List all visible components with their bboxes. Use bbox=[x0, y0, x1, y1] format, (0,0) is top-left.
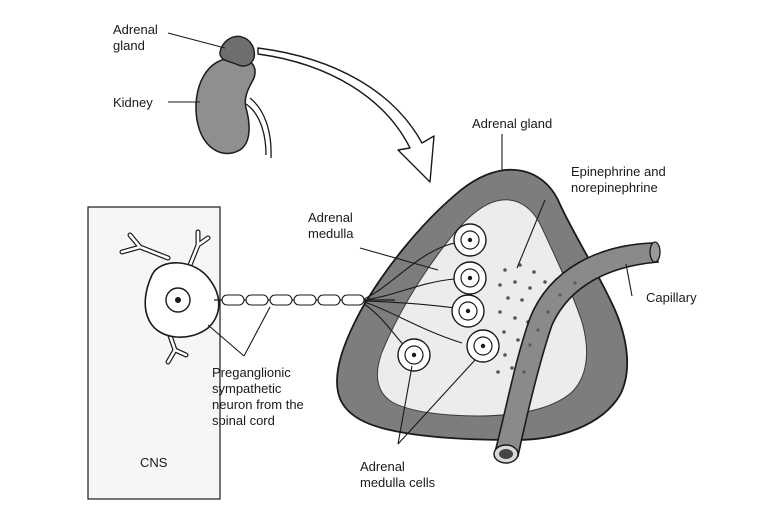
medulla-cell bbox=[466, 329, 500, 363]
label-kidney: Kidney bbox=[113, 95, 153, 110]
capillary bbox=[493, 241, 661, 464]
label-medulla-cells: Adrenal medulla cells bbox=[360, 459, 436, 490]
cns-box bbox=[87, 206, 221, 500]
label-capillary: Capillary bbox=[646, 290, 697, 305]
preganglionic-neuron bbox=[119, 229, 220, 365]
label-adrenal-medulla: Adrenal medulla bbox=[308, 210, 356, 241]
label-epinephrine: Epinephrine and norepinephrine bbox=[571, 164, 669, 195]
label-cns: CNS bbox=[140, 455, 168, 470]
kidney bbox=[195, 57, 272, 159]
label-adrenal-gland: Adrenal gland bbox=[472, 116, 552, 131]
medulla-cell bbox=[451, 294, 485, 328]
small-adrenal-gland bbox=[219, 35, 256, 67]
medulla-cell bbox=[453, 261, 487, 295]
medulla-cell bbox=[397, 338, 431, 372]
medulla-cell bbox=[453, 223, 487, 257]
label-adrenal-gland-small: Adrenal gland bbox=[113, 22, 161, 53]
magnify-arrow bbox=[257, 47, 435, 183]
leader-lines bbox=[167, 32, 633, 445]
label-preganglionic: Preganglionic sympathetic neuron from th… bbox=[212, 365, 307, 428]
axon bbox=[214, 294, 395, 306]
